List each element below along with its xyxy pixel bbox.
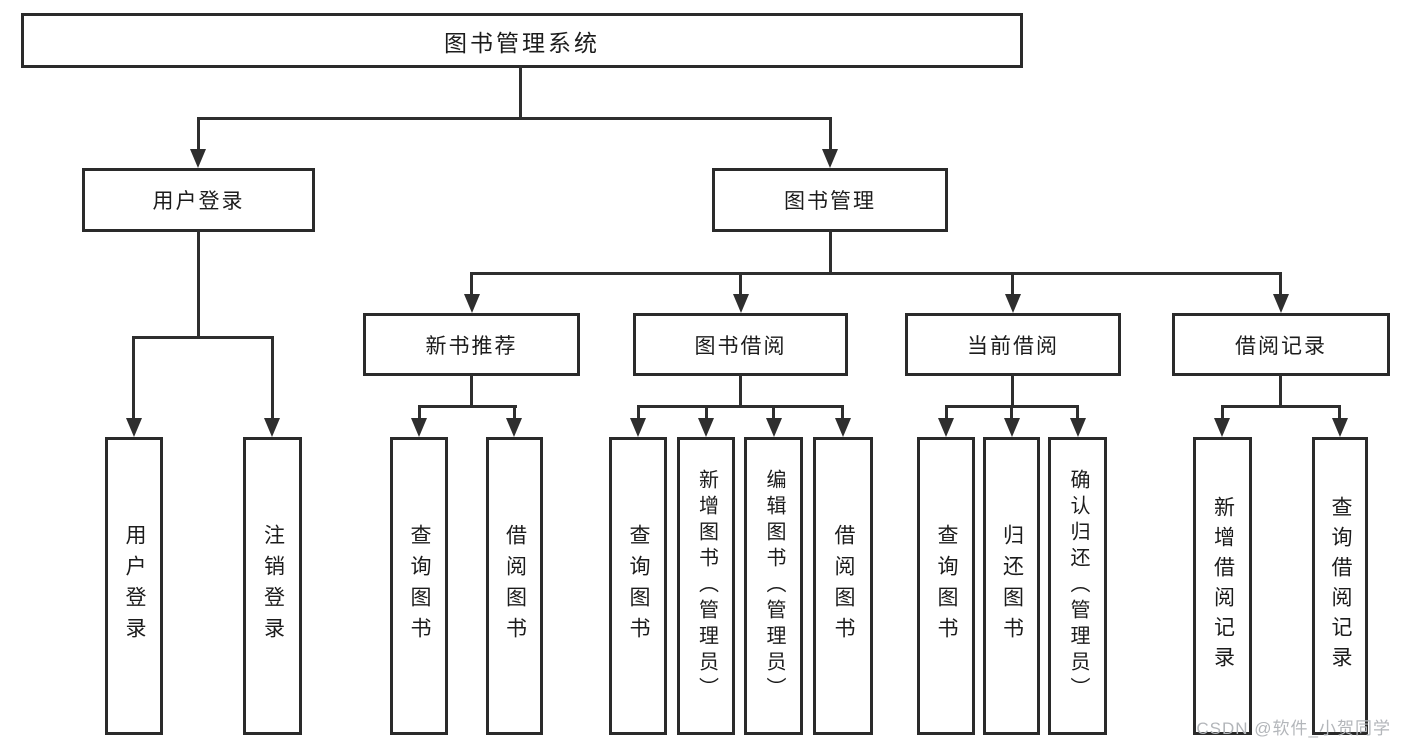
leaf-add-books-admin: 新增图书（管理员）: [677, 437, 735, 735]
edge-book-mgmt-drop-4: [1279, 272, 1282, 298]
edge-recommend-stem: [470, 374, 473, 408]
leaf-return-books-label: 归还图书: [1000, 524, 1024, 648]
node-root-label: 图书管理系统: [444, 29, 600, 56]
edge-recommend-bar: [418, 405, 517, 408]
leaf-borrow-books-borrowing-label: 借阅图书: [832, 524, 856, 648]
node-borrowing-records: 借阅记录: [1172, 313, 1390, 376]
edge-records-drop-1: [1221, 405, 1224, 422]
leaf-query-books-current-label: 查询图书: [935, 524, 959, 648]
node-current-borrowing-label: 当前借阅: [967, 334, 1059, 358]
leaf-query-books-borrowing-label: 查询图书: [627, 524, 651, 648]
arrowhead-user-login: [190, 149, 206, 168]
arrowhead-leaf-user-login: [126, 418, 142, 437]
node-root: 图书管理系统: [21, 13, 1023, 68]
node-user-login: 用户登录: [82, 168, 315, 232]
leaf-borrow-books-recommend: 借阅图书: [486, 437, 543, 735]
leaf-confirm-return-admin-label: 确认归还（管理员）: [1067, 469, 1089, 703]
arrowhead-borrow-books-borrowing: [835, 418, 851, 437]
arrowhead-leaf-logout: [264, 418, 280, 437]
arrowhead-borrow-books-recommend: [506, 418, 522, 437]
leaf-add-books-admin-label: 新增图书（管理员）: [695, 469, 718, 703]
leaf-query-borrow-record-label: 查询借阅记录: [1329, 496, 1353, 676]
leaf-edit-books-admin: 编辑图书（管理员）: [744, 437, 803, 735]
leaf-add-borrow-record-label: 新增借阅记录: [1211, 496, 1235, 676]
edge-borrowing-drop-2: [705, 405, 708, 422]
leaf-query-borrow-record: 查询借阅记录: [1312, 437, 1368, 735]
edge-borrowing-bar: [637, 405, 844, 408]
watermark: CSDN @软件_小贺同学: [1196, 719, 1391, 738]
arrowhead-query-books-current: [938, 418, 954, 437]
arrowhead-current-borrowing: [1005, 294, 1021, 313]
edge-book-mgmt-drop-1: [470, 272, 473, 298]
edge-user-login-stem: [197, 230, 200, 338]
leaf-edit-books-admin-label: 编辑图书（管理员）: [763, 469, 785, 703]
edge-records-stem: [1279, 374, 1282, 408]
arrowhead-query-borrow-record: [1332, 418, 1348, 437]
arrowhead-query-books-recommend: [411, 418, 427, 437]
arrowhead-edit-books-admin: [766, 418, 782, 437]
edge-root-drop-left: [197, 117, 200, 153]
leaf-borrow-books-recommend-label: 借阅图书: [503, 524, 527, 648]
leaf-add-borrow-record: 新增借阅记录: [1193, 437, 1252, 735]
edge-book-mgmt-bar: [470, 272, 1282, 275]
leaf-logout-label: 注销登录: [261, 524, 285, 648]
edge-root-bar: [197, 117, 832, 120]
edge-borrowing-drop-3: [772, 405, 775, 422]
edge-recommend-drop-2: [513, 405, 516, 422]
edge-current-drop-1: [945, 405, 948, 422]
edge-current-drop-2: [1010, 405, 1013, 422]
leaf-logout: 注销登录: [243, 437, 302, 735]
arrowhead-confirm-return-admin: [1070, 418, 1086, 437]
edge-book-mgmt-drop-3: [1011, 272, 1014, 298]
node-new-book-recommend: 新书推荐: [363, 313, 580, 376]
arrowhead-book-management: [822, 149, 838, 168]
edge-recommend-drop-1: [418, 405, 421, 422]
leaf-borrow-books-borrowing: 借阅图书: [813, 437, 873, 735]
leaf-query-books-recommend-label: 查询图书: [408, 524, 432, 648]
arrowhead-return-books: [1004, 418, 1020, 437]
node-current-borrowing: 当前借阅: [905, 313, 1121, 376]
node-user-login-label: 用户登录: [152, 190, 245, 213]
node-book-management-label: 图书管理: [784, 190, 876, 213]
edge-user-login-drop-2: [271, 336, 274, 422]
edge-records-drop-2: [1338, 405, 1341, 422]
leaf-return-books: 归还图书: [983, 437, 1040, 735]
edge-current-stem: [1011, 374, 1014, 408]
edge-root-stem: [519, 66, 522, 118]
leaf-user-login: 用户登录: [105, 437, 163, 735]
leaf-confirm-return-admin: 确认归还（管理员）: [1048, 437, 1107, 735]
arrowhead-add-borrow-record: [1214, 418, 1230, 437]
edge-borrowing-stem: [739, 374, 742, 408]
edge-records-bar: [1221, 405, 1341, 408]
edge-root-drop-right: [829, 117, 832, 153]
arrowhead-add-books-admin: [698, 418, 714, 437]
node-book-management: 图书管理: [712, 168, 948, 232]
edge-user-login-drop-1: [132, 336, 135, 422]
node-borrowing-records-label: 借阅记录: [1235, 334, 1327, 358]
edge-user-login-bar: [132, 336, 274, 339]
leaf-query-books-current: 查询图书: [917, 437, 975, 735]
node-new-book-recommend-label: 新书推荐: [425, 334, 518, 358]
arrowhead-query-books-borrowing: [630, 418, 646, 437]
arrowhead-borrowing-records: [1273, 294, 1289, 313]
node-book-borrowing-label: 图书借阅: [694, 334, 787, 358]
leaf-query-books-borrowing: 查询图书: [609, 437, 667, 735]
leaf-query-books-recommend: 查询图书: [390, 437, 448, 735]
edge-borrowing-drop-4: [841, 405, 844, 422]
edge-book-mgmt-stem: [829, 230, 832, 274]
edge-book-mgmt-drop-2: [739, 272, 742, 298]
edge-borrowing-drop-1: [637, 405, 640, 422]
node-book-borrowing: 图书借阅: [633, 313, 848, 376]
edge-current-drop-3: [1076, 405, 1079, 422]
arrowhead-book-borrowing: [733, 294, 749, 313]
arrowhead-new-book-recommend: [464, 294, 480, 313]
leaf-user-login-label: 用户登录: [123, 524, 147, 648]
